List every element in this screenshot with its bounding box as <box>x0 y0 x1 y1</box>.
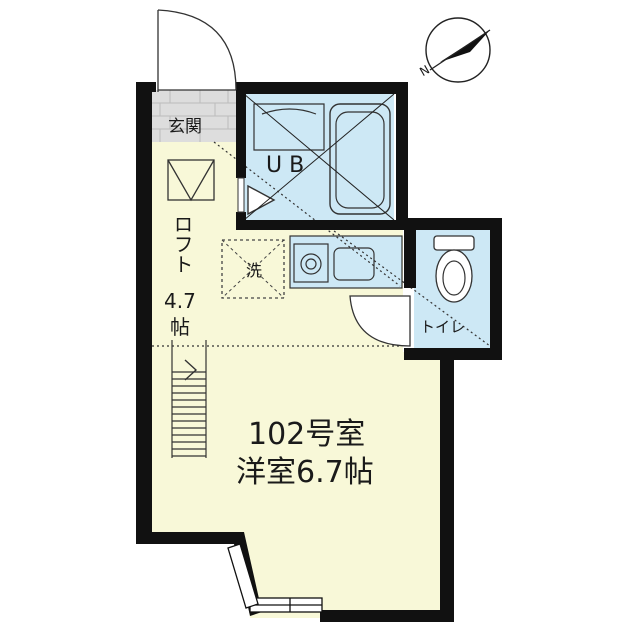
loft-label: ロフト <box>170 214 194 274</box>
washer-diagonals <box>221 239 285 299</box>
stove-burner-inner <box>305 258 317 270</box>
bottom-window <box>249 597 323 613</box>
toilet-bowl <box>435 249 473 303</box>
entrance-door <box>157 9 237 92</box>
kitchen-sink <box>333 247 375 281</box>
stove-burner-icon <box>300 253 322 275</box>
entrance-floor <box>148 90 240 142</box>
ladder-rungs <box>172 371 206 457</box>
entrance-label: 玄関 <box>168 117 202 137</box>
washer-label: 洗 <box>246 261 262 280</box>
unit-number-label: 102号室 <box>248 417 365 452</box>
bath-toilet-basin <box>247 184 276 216</box>
loft-size-label: 4.7 <box>164 289 196 313</box>
ladder-arrow-icon <box>184 359 198 381</box>
unit-bath-label: U B <box>266 153 304 178</box>
toilet-seat <box>442 260 466 296</box>
toilet-label: トイレ <box>420 318 465 336</box>
bathtub-inner <box>335 111 385 209</box>
loft-unit-label: 帖 <box>170 315 190 339</box>
toilet-door <box>349 295 411 347</box>
storage-mark <box>167 159 215 202</box>
loft-ladder <box>171 340 207 458</box>
toilet-tank <box>433 235 475 251</box>
loft-outline <box>152 141 491 347</box>
kitchen-counter <box>289 235 403 289</box>
side-window <box>227 543 259 609</box>
bath-diagonals <box>243 93 395 221</box>
bathtub <box>329 103 391 215</box>
stove-box <box>293 243 329 283</box>
washer-space <box>221 239 285 299</box>
walls <box>136 82 502 622</box>
bath-door <box>237 177 245 213</box>
main-room-label: 洋室6.7帖 <box>236 455 374 490</box>
compass <box>425 17 491 83</box>
